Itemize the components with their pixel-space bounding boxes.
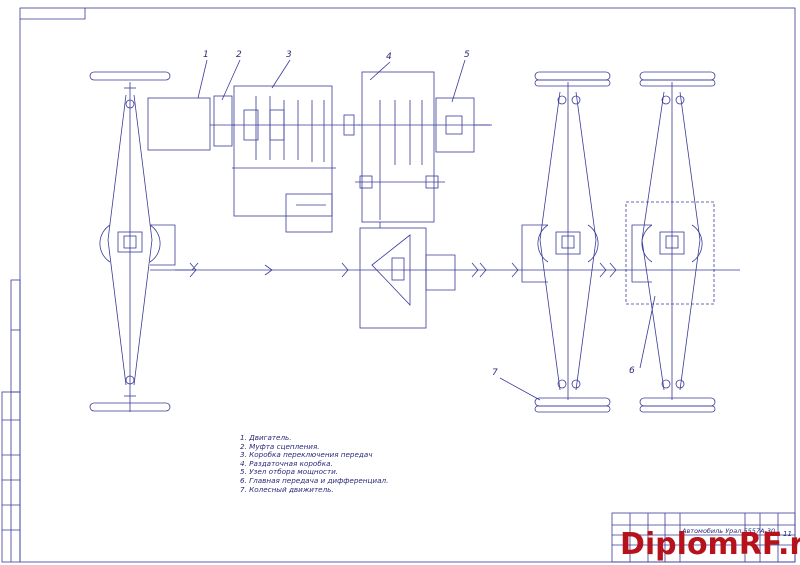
engine bbox=[147, 97, 211, 151]
watermark: DiplomRF.ru bbox=[620, 527, 800, 562]
gearbox bbox=[232, 85, 340, 233]
callout-4: 4 bbox=[386, 52, 392, 62]
central-differential bbox=[359, 222, 456, 329]
callout-7: 7 bbox=[492, 368, 498, 378]
title-block bbox=[611, 512, 796, 563]
callout-3: 3 bbox=[286, 50, 292, 60]
legend-item-wheel-drive: 7. Колесный движитель. bbox=[240, 484, 334, 494]
title-block-sheet-number: 11 bbox=[783, 530, 792, 538]
title-block-designation: Автомобиль Урал 5557A-30 bbox=[682, 527, 776, 535]
legend-item-power-take-off: 5. Узел отбора мощности. bbox=[240, 467, 339, 477]
legend: 1. Двигатель. 2. Муфта сцепления. 3. Кор… bbox=[240, 433, 389, 494]
callout-2: 2 bbox=[236, 50, 242, 60]
legend-item-clutch: 2. Муфта сцепления. bbox=[240, 441, 320, 451]
power-take-off bbox=[435, 97, 492, 153]
callout-1: 1 bbox=[203, 50, 209, 60]
legend-item-main-gear: 6. Главная передача и дифференциал. bbox=[240, 475, 389, 485]
legend-item-gearbox: 3. Коробка переключения передач bbox=[240, 450, 373, 460]
callout-5: 5 bbox=[464, 50, 470, 60]
clutch bbox=[210, 95, 235, 147]
drawing-frame bbox=[19, 7, 796, 563]
front-axle bbox=[89, 71, 195, 412]
legend-item-transfer-box: 4. Раздаточная коробка. bbox=[240, 458, 333, 468]
callout-6: 6 bbox=[629, 366, 635, 376]
middle-axle bbox=[521, 71, 611, 413]
top-stamp bbox=[20, 8, 86, 20]
transfer-box bbox=[355, 71, 490, 223]
legend-item-engine: 1. Двигатель. bbox=[240, 433, 292, 442]
main-gear-highlight bbox=[625, 201, 715, 305]
rear-axle bbox=[631, 71, 716, 413]
